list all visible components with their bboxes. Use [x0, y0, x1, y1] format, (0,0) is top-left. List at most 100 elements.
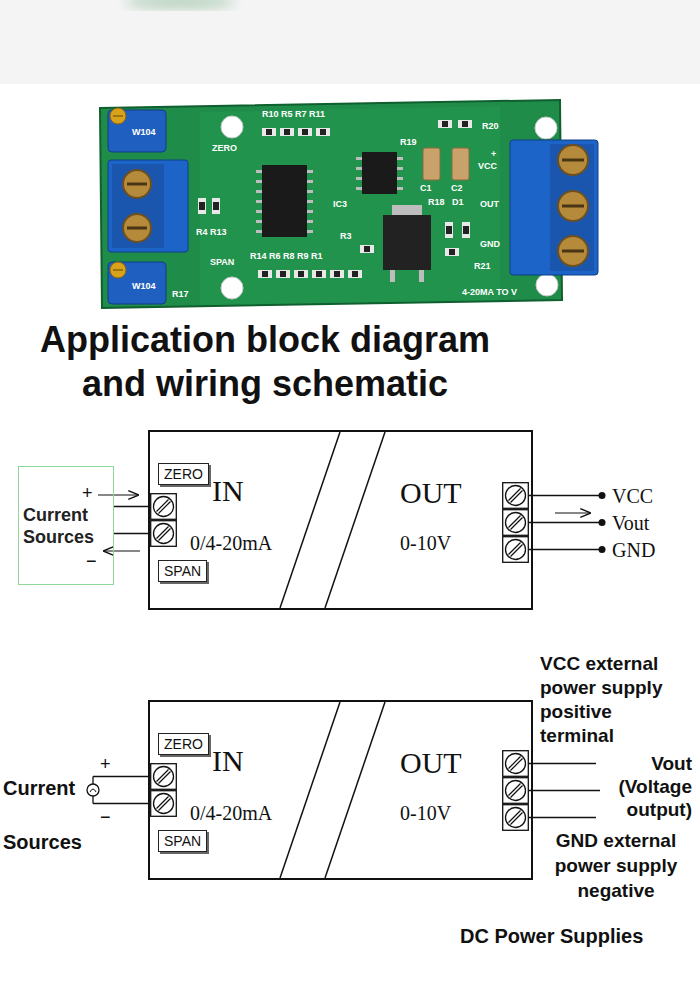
pcb-photo: [302, 129, 308, 135]
pcb-photo: [312, 270, 326, 278]
pin-note: VCC external power supply positive termi…: [540, 652, 680, 748]
span-trim-tag: SPAN: [158, 560, 207, 582]
pcb-photo: [110, 108, 126, 124]
pin-name: Vout: [612, 513, 649, 533]
zero-trim-tag: ZERO: [158, 463, 209, 485]
box-label: 0-10V: [400, 531, 451, 555]
pcb-photo: [562, 159, 584, 162]
module-drawing-1: [529, 495, 600, 496]
pcb-silkscreen: R14 R6 R8 R9 R1: [250, 252, 323, 261]
box-label: IN: [212, 744, 244, 777]
pcb-photo: [360, 245, 374, 253]
pcb-photo: [442, 121, 448, 127]
pcb-photo: [356, 167, 362, 170]
module-drawing-1: [555, 512, 590, 513]
pcb-photo: [438, 120, 452, 128]
pcb-photo: [100, 100, 562, 308]
pcb-silkscreen: R10 R5 R7 R11: [262, 110, 325, 119]
module-drawing-2: [325, 702, 385, 878]
pcb-photo: [316, 128, 330, 136]
box-label: OUT: [400, 746, 462, 779]
box-label: SPAN: [164, 832, 201, 850]
module-drawing-2: [529, 817, 596, 818]
module-drawing-2: [87, 702, 600, 878]
box-label: 0-10V: [400, 801, 451, 825]
pcb-silkscreen: VCC: [478, 162, 497, 171]
module-drawing-1: [529, 522, 600, 523]
pcb-photo: [510, 140, 598, 275]
photo-backdrop: [125, 0, 235, 9]
pcb-photo: [256, 170, 262, 173]
pcb-photo: [100, 100, 598, 308]
zero-trim-tag: ZERO: [158, 733, 209, 755]
span-trim-tag: SPAN: [158, 830, 207, 852]
pcb-photo: [458, 120, 472, 128]
box-label: OUT: [400, 476, 462, 509]
pcb-photo: [356, 177, 362, 180]
pcb-photo: [397, 177, 403, 180]
pcb-silkscreen: IC3: [333, 200, 347, 209]
pcb-photo: [221, 116, 243, 138]
module-drawing-1: [151, 494, 177, 520]
pcb-photo: [298, 271, 304, 277]
pcb-photo: [256, 230, 262, 233]
page-title: Application block diagram and wiring sch…: [25, 318, 505, 406]
polarity-sign: −: [100, 808, 111, 826]
pcb-photo: [445, 248, 459, 256]
pcb-silkscreen: R4 R13: [196, 228, 227, 237]
pcb-photo: [294, 270, 308, 278]
polarity-sign: −: [86, 552, 97, 570]
pcb-photo: [262, 165, 307, 237]
pcb-photo: [298, 128, 312, 136]
pcb-photo: [356, 187, 362, 190]
box-label: 0/4-20mA: [190, 801, 272, 825]
module-drawing-2: [529, 763, 596, 764]
pcb-photo: [562, 205, 584, 208]
pin-name: VCC: [612, 486, 653, 506]
pin-note: GND external power supply negative: [538, 828, 694, 903]
pcb-photo: [356, 157, 362, 160]
module-drawing-1: [529, 549, 600, 550]
pcb-silkscreen: W104: [132, 282, 156, 291]
pcb-photo: [198, 198, 206, 214]
photo-backdrop: [0, 0, 700, 84]
module-drawing-1: [98, 494, 138, 495]
pcb-photo: [198, 120, 472, 278]
module-drawing-1: [98, 432, 606, 608]
pcb-photo: [256, 180, 262, 183]
module-drawing-2: [503, 805, 529, 831]
pcb-photo: [535, 117, 557, 139]
module-drawing-2: [93, 776, 150, 777]
pcb-silkscreen: R21: [474, 262, 491, 271]
pcb-silkscreen: R19: [400, 138, 417, 147]
box-label: ZERO: [164, 465, 203, 483]
module-drawing-2: [93, 803, 150, 804]
pcb-photo: [348, 270, 362, 278]
module-drawing-1: [151, 521, 177, 547]
pcb-photo: [364, 246, 370, 252]
pcb-photo: [352, 271, 358, 277]
pcb-photo: [446, 226, 452, 234]
pcb-photo: [108, 262, 166, 304]
pcb-photo: [212, 198, 220, 214]
current-source-box: Current Sources: [18, 466, 114, 585]
module-drawing-1: [599, 546, 606, 553]
pcb-photo: [462, 121, 468, 127]
pcb-photo: [262, 128, 276, 136]
module-drawing-1: [503, 537, 529, 563]
supply-note: DC Power Supplies: [460, 924, 643, 948]
pcb-photo: [256, 200, 262, 203]
pcb-silkscreen: SPAN: [210, 258, 234, 267]
pcb-silkscreen: C1: [420, 184, 432, 193]
pcb-photo: [562, 250, 584, 253]
module-drawing-2: [503, 778, 529, 804]
pcb-photo: [463, 226, 469, 234]
pcb-photo: [221, 277, 243, 299]
pcb-photo: [200, 106, 500, 305]
converter-module: ZERO SPAN IN 0/4-20mA OUT 0-10V: [148, 700, 533, 880]
pcb-photo: [258, 270, 272, 278]
pcb-photo: [452, 148, 469, 180]
module-drawing-2: [529, 790, 600, 791]
module-drawing-2: [280, 702, 340, 878]
